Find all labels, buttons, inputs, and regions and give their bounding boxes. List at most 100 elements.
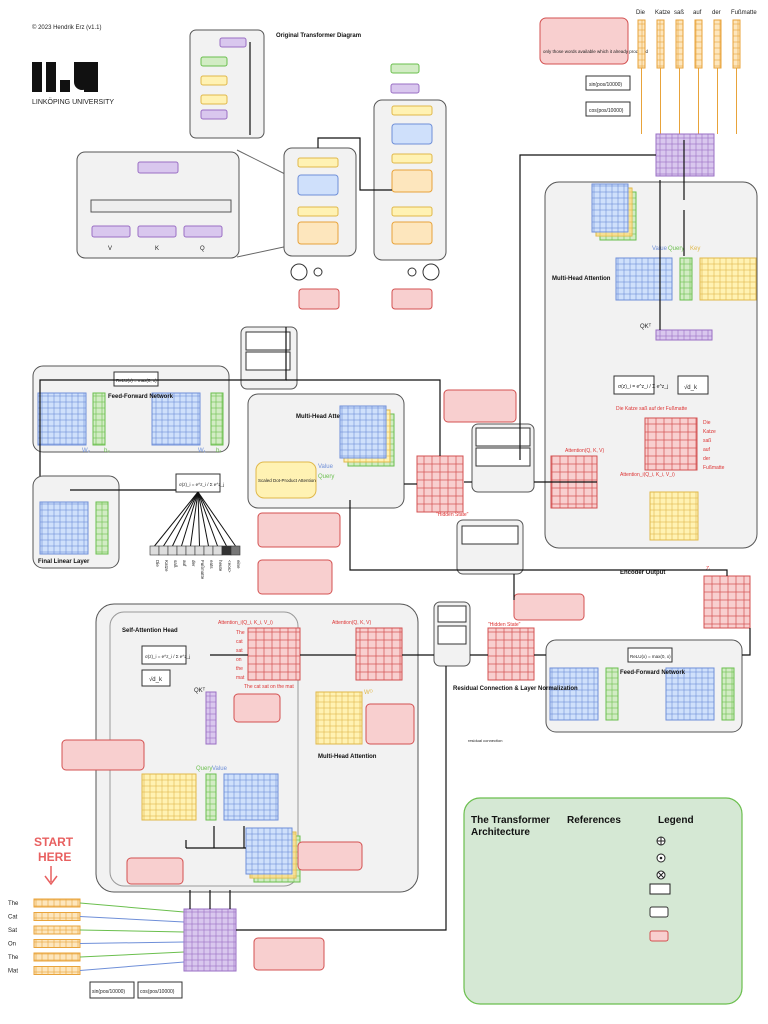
svg-text:Encoder Output: Encoder Output xyxy=(620,570,665,576)
de-attention-row-label-3: auf xyxy=(703,447,711,453)
ffn-right-title: Feed-Forward Network xyxy=(620,670,686,676)
original-title: Original Transformer Diagram xyxy=(276,33,361,39)
residual-section: Residual Connection & Layer Normalizatio… xyxy=(433,601,578,743)
svg-text:QKᵀ: QKᵀ xyxy=(194,687,206,694)
svg-text:residual connection: residual connection xyxy=(468,738,502,743)
encoder-embedding-1 xyxy=(33,912,81,921)
encoder-embedding-5 xyxy=(33,966,81,975)
svg-text:Key: Key xyxy=(690,246,700,252)
encoder-embedding-4 xyxy=(33,952,81,962)
decoder-token-1: Katze xyxy=(655,10,671,16)
mha-bottom-title: Multi-Head Attention xyxy=(318,754,377,760)
svg-text:sin(pos/10000): sin(pos/10000) xyxy=(92,989,125,995)
svg-text:Q: Q xyxy=(200,246,205,252)
encoder-embedding-2 xyxy=(33,925,81,935)
connection-wires xyxy=(39,140,751,931)
summary-title-2: Architecture xyxy=(471,827,530,838)
svg-text:Attention(Q, K, V): Attention(Q, K, V) xyxy=(565,448,605,454)
sdpa-label: Scaled Dot-Product Attention xyxy=(258,478,316,483)
output-prob-cell-6 xyxy=(203,545,214,556)
output-word-7: heute xyxy=(218,560,223,572)
svg-text:"Hidden State": "Hidden State" xyxy=(488,622,521,628)
de-attention-row-label-4: der xyxy=(703,456,711,462)
svg-text:b₁: b₁ xyxy=(216,448,221,454)
output-prob-cell-4 xyxy=(185,545,196,556)
svg-text:sin(pos/10000): sin(pos/10000) xyxy=(589,82,622,88)
attention-row-label-4: the xyxy=(236,666,243,672)
svg-text:b₂: b₂ xyxy=(104,448,110,454)
ffn-left-section: Feed-Forward Network ReLU(x) = max(0, x)… xyxy=(32,365,241,580)
mha-center-section: Multi-Head Attention Scaled Dot-Product … xyxy=(240,326,598,595)
attention-row-label-3: on xyxy=(236,657,242,663)
svg-text:σ(z)_i = e^z_i / Σ e^z_j: σ(z)_i = e^z_i / Σ e^z_j xyxy=(145,654,190,659)
output-prob-cell-5 xyxy=(194,545,205,556)
encoder-token-3: On xyxy=(8,942,16,948)
output-word-4: der xyxy=(191,560,196,567)
encoder-token-4: The xyxy=(8,955,19,961)
decoder-embedding-4 xyxy=(713,19,722,69)
svg-text:QKᵀ: QKᵀ xyxy=(640,323,652,330)
de-attention-row-label-2: saß xyxy=(703,438,711,444)
output-prob-cell-8 xyxy=(221,545,232,556)
svg-text:cos(pos/10000): cos(pos/10000) xyxy=(140,989,175,995)
decoder-token-5: Fußmatte xyxy=(731,10,757,16)
svg-text:K: K xyxy=(155,246,159,252)
mha-center-title: Multi-Head Attention xyxy=(296,414,355,420)
output-word-1: Katze xyxy=(164,560,169,572)
self-attention-title: Self-Attention Head xyxy=(122,628,178,634)
self-attention-section: Self-Attention Head σ(z)_i = e^z_i / Σ e… xyxy=(61,603,419,893)
output-word-9: eine xyxy=(236,560,241,569)
encoder-output-section: Encoder Output Zᵢ Feed-Forward Network R… xyxy=(456,519,751,733)
legend-heading: Legend xyxy=(658,815,694,826)
residual-title: Residual Connection & Layer Normalizatio… xyxy=(453,686,578,692)
decoder-embedding-5 xyxy=(732,19,741,69)
svg-text:W₁: W₁ xyxy=(198,448,206,454)
svg-text:Query: Query xyxy=(318,474,334,480)
summary-title-1: The Transformer xyxy=(471,815,550,826)
decoder-embedding-0 xyxy=(637,19,646,69)
output-prob-cell-2 xyxy=(167,545,178,556)
attention-row-label-5: mat xyxy=(236,675,245,681)
svg-text:cos(pos/10000): cos(pos/10000) xyxy=(589,108,624,114)
svg-text:Query: Query xyxy=(196,766,212,772)
de-attention-row-label-5: Fußmatte xyxy=(703,465,725,471)
encoder-token-1: Cat xyxy=(8,915,18,921)
svg-text:Zᵢ: Zᵢ xyxy=(706,566,710,572)
university-name: LINKÖPING UNIVERSITY xyxy=(32,98,114,106)
legend-items xyxy=(649,836,671,942)
output-word-8: <eos> xyxy=(227,560,232,573)
svg-text:Attention_i(Q_i, K_i, V_i): Attention_i(Q_i, K_i, V_i) xyxy=(218,620,273,626)
de-attention-row-label-1: Katze xyxy=(703,429,716,435)
de-attention-row-label-0: Die xyxy=(703,420,711,426)
encoder-token-5: Mat xyxy=(8,969,18,975)
output-word-2: saß xyxy=(173,560,178,568)
encoder-token-0: The xyxy=(8,901,19,907)
svg-text:Value: Value xyxy=(212,766,228,772)
output-prob-cell-0 xyxy=(149,545,160,556)
decoder-token-2: saß xyxy=(674,10,684,16)
encoder-token-2: Sat xyxy=(8,928,17,934)
svg-text:σ(z)_i = e^z_i / Σ e^z_j: σ(z)_i = e^z_i / Σ e^z_j xyxy=(618,384,668,390)
decoder-token-3: auf xyxy=(693,10,702,16)
svg-text:Attention(Q, K, V): Attention(Q, K, V) xyxy=(332,620,372,626)
svg-text:Die Katze saß auf der Fußmatte: Die Katze saß auf der Fußmatte xyxy=(616,406,687,412)
attention-row-label-1: cat xyxy=(236,639,243,645)
svg-text:√d_k: √d_k xyxy=(149,676,163,683)
output-prob-cell-9 xyxy=(230,545,241,556)
note-text: only those words available which it alre… xyxy=(543,49,649,54)
output-word-0: Die xyxy=(155,560,160,567)
output-prob-cell-1 xyxy=(158,545,169,556)
references-heading: References xyxy=(567,815,621,826)
svg-text:√d_k: √d_k xyxy=(684,384,698,391)
svg-text:Value: Value xyxy=(318,464,334,470)
svg-text:Wᴼ: Wᴼ xyxy=(364,689,373,696)
mha-right-title: Multi-Head Attention xyxy=(552,276,611,282)
attention-row-label-0: The xyxy=(236,630,245,636)
svg-text:V: V xyxy=(108,246,112,252)
mha-right-section: Multi-Head Attention Value Query Key QKᵀ… xyxy=(544,181,758,549)
decoder-embedding-1 xyxy=(656,19,665,69)
copyright-text: © 2023 Hendrik Erz (v1.1) xyxy=(32,24,101,31)
final-linear-title: Final Linear Layer xyxy=(38,559,90,565)
